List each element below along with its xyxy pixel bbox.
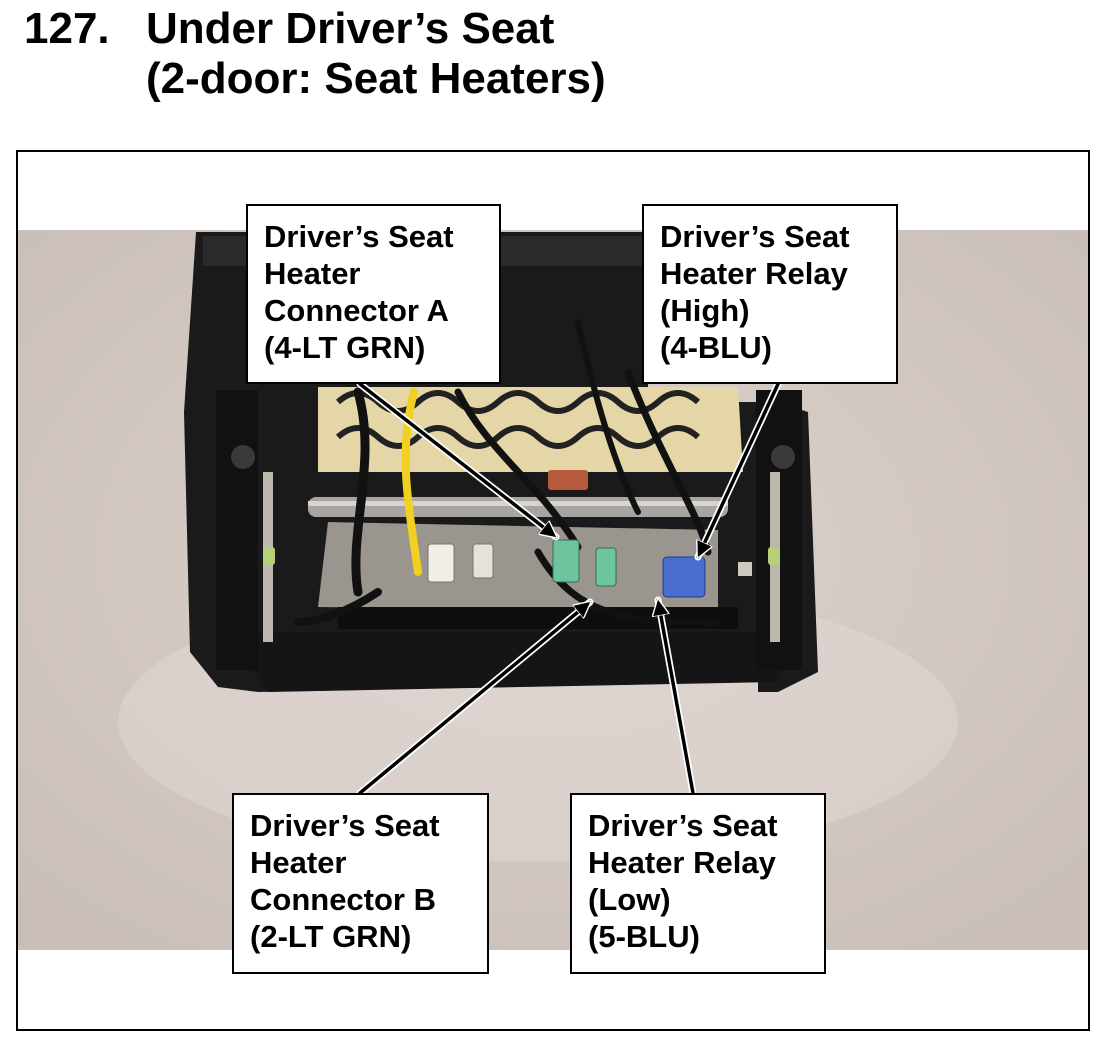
- wire-harness: [294, 319, 722, 626]
- seat-underside-photo: [18, 230, 1088, 950]
- callout-line: Heater Relay: [588, 845, 776, 880]
- leader-arrows: [356, 380, 782, 797]
- connector-a-part: [552, 539, 580, 583]
- callout-line: (4-BLU): [660, 330, 772, 365]
- callout-connector-a: Driver’s Seat Heater Connector A (4-LT G…: [246, 204, 501, 384]
- callout-line: Connector B: [250, 882, 436, 917]
- connectors: [263, 470, 780, 598]
- callout-line: Driver’s Seat: [660, 219, 850, 254]
- page-title-line-1: Under Driver’s Seat: [146, 4, 555, 53]
- callout-line: Driver’s Seat: [264, 219, 454, 254]
- callout-line: Driver’s Seat: [588, 808, 778, 843]
- callout-line: Heater: [250, 845, 347, 880]
- callout-line: Heater Relay: [660, 256, 848, 291]
- callout-line: Driver’s Seat: [250, 808, 440, 843]
- connector-b-part: [595, 547, 617, 587]
- callout-relay-high: Driver’s Seat Heater Relay (High) (4-BLU…: [642, 204, 898, 384]
- callout-line: Connector A: [264, 293, 449, 328]
- callout-line: Heater: [264, 256, 361, 291]
- callout-line: (5-BLU): [588, 919, 700, 954]
- callout-connector-b: Driver’s Seat Heater Connector B (2-LT G…: [232, 793, 489, 974]
- photo-frame: Driver’s Seat Heater Connector A (4-LT G…: [16, 150, 1090, 1031]
- callout-line: (High): [660, 293, 750, 328]
- page-number: 127.: [24, 4, 110, 53]
- callout-line: (4-LT GRN): [264, 330, 426, 365]
- callout-line: (2-LT GRN): [250, 919, 412, 954]
- relay-blue-part: [662, 556, 706, 598]
- callout-relay-low: Driver’s Seat Heater Relay (Low) (5-BLU): [570, 793, 826, 974]
- page-title-line-2: (2-door: Seat Heaters): [146, 54, 606, 103]
- callout-line: (Low): [588, 882, 671, 917]
